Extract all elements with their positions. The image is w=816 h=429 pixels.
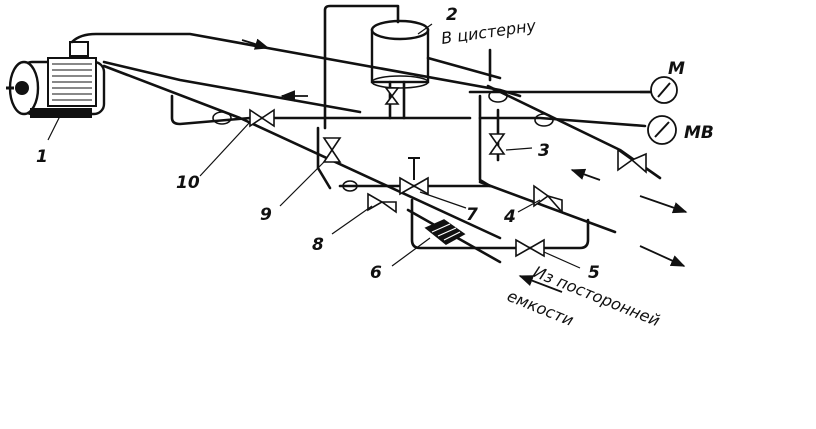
valve-3	[488, 133, 506, 155]
valve-7	[399, 157, 429, 196]
flow-arrows	[241, 38, 688, 293]
filter-6	[424, 219, 466, 245]
valve-right	[617, 148, 647, 174]
valve-10	[249, 108, 275, 128]
gauge-mv	[647, 115, 677, 145]
leader-lines	[47, 23, 581, 269]
callout-3: 3	[538, 141, 550, 161]
callout-5: 5	[588, 263, 600, 283]
measuring-tank	[370, 19, 430, 89]
pump-unit	[6, 41, 106, 118]
valve-5	[515, 238, 545, 258]
valve-9	[322, 137, 342, 163]
callout-9: 9	[260, 205, 272, 225]
callout-numbers: 1 2 3 4 5 6 7 8 9 10	[36, 5, 600, 283]
callout-4: 4	[503, 207, 516, 227]
gauge-mv-label: МВ	[684, 123, 714, 143]
callout-10: 10	[176, 173, 200, 193]
callout-6: 6	[370, 263, 382, 283]
pipelines	[70, 4, 662, 264]
gauge-m	[640, 76, 678, 104]
callout-8: 8	[312, 235, 324, 255]
callout-1: 1	[36, 147, 48, 167]
callout-2: 2	[446, 5, 458, 25]
callout-7: 7	[466, 205, 478, 225]
valve-tank-bottom	[384, 87, 400, 105]
valve-8	[367, 192, 397, 214]
gauge-m-label: М	[668, 59, 685, 79]
